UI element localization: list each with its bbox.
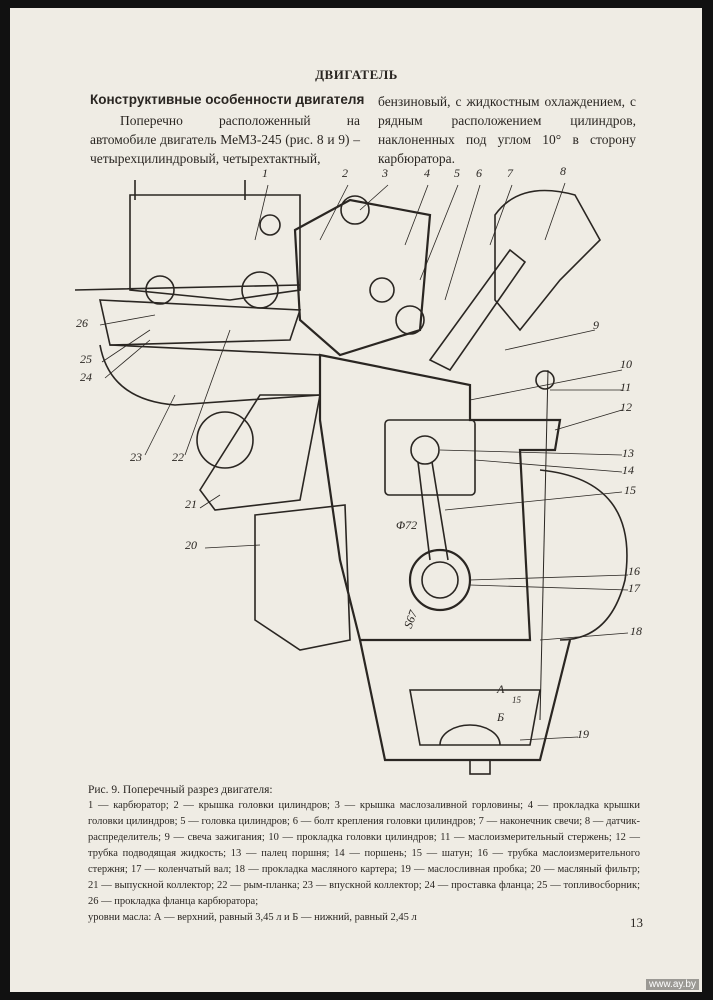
- callout-6: 6: [476, 166, 482, 180]
- figure-caption: Рис. 9. Поперечный разрез двигателя: 1 —…: [88, 782, 640, 926]
- callout-7: 7: [507, 166, 513, 180]
- caption-legend: 1 — карбюратор; 2 — крышка головки цилин…: [88, 800, 640, 907]
- callout-10: 10: [620, 357, 632, 371]
- callout-4: 4: [424, 166, 430, 180]
- callout-22: 22: [172, 450, 184, 464]
- callout-15: 15: [624, 483, 636, 497]
- callout-17: 17: [628, 581, 640, 595]
- callout-25: 25: [80, 352, 92, 366]
- callout-19: 19: [577, 727, 589, 741]
- page-title: ДВИГАТЕЛЬ: [315, 67, 398, 82]
- callout-26: 26: [76, 316, 88, 330]
- callout-16: 16: [628, 564, 640, 578]
- callout-11: 11: [620, 380, 632, 394]
- page-number: 13: [630, 915, 643, 930]
- callout-12: 12: [620, 400, 632, 414]
- body-text-col2: бензиновый, с жидкостным охлаждением, с …: [378, 94, 636, 166]
- callout-2: 2: [342, 166, 348, 180]
- callout-20: 20: [185, 538, 197, 552]
- callout-24: 24: [80, 370, 92, 384]
- oil-level-distance: 15: [512, 695, 521, 705]
- callout-14: 14: [622, 463, 634, 477]
- bore-dimension: Φ72: [396, 518, 418, 532]
- callout-23: 23: [130, 450, 142, 464]
- callout-1: 1: [262, 166, 268, 180]
- carburetor-shape: [129, 194, 301, 301]
- piston-pin-shape: [410, 435, 440, 465]
- callout-13: 13: [622, 446, 634, 460]
- watermark: www.ay.by: [645, 979, 699, 990]
- oil-level-b: Б: [497, 710, 505, 724]
- callout-21: 21: [185, 497, 197, 511]
- caption-title: Рис. 9. Поперечный разрез двигателя:: [88, 784, 273, 796]
- paper-sheet: [10, 8, 702, 992]
- oil-pan-shape: [358, 639, 572, 762]
- oil-level-a: A: [497, 682, 505, 696]
- callout-18: 18: [630, 624, 642, 638]
- cylinder-block-shape: [318, 353, 562, 642]
- crankshaft-shape: [408, 548, 472, 612]
- callout-8: 8: [560, 164, 566, 178]
- callout-3: 3: [382, 166, 388, 180]
- cylinder-head-shape: [293, 198, 432, 357]
- section-heading: Конструктивные особенности двигателя: [90, 92, 365, 107]
- callout-5: 5: [454, 166, 460, 180]
- oil-filter-shape: [254, 504, 351, 651]
- callout-9: 9: [593, 318, 599, 332]
- distributor-shape: [494, 189, 601, 332]
- piston-shape: [384, 419, 476, 496]
- caption-oil-levels: уровни масла: А — верхний, равный 3,45 л…: [88, 912, 417, 923]
- body-text-col1: Поперечно расположенный на автомобиле дв…: [90, 113, 360, 166]
